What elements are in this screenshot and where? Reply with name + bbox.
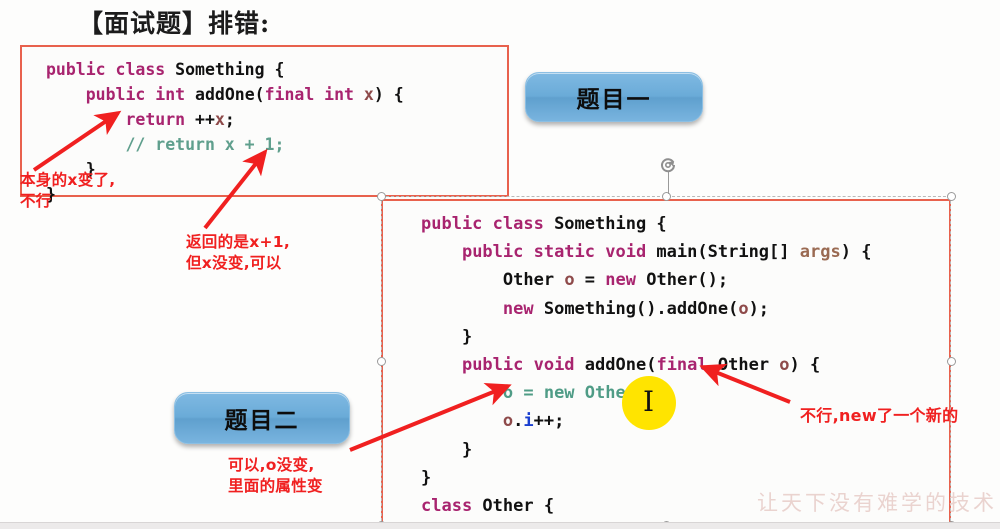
- code-token: class: [421, 496, 483, 517]
- code-token: o: [502, 411, 514, 432]
- annotation-note-1: 本身的x变了, 不行: [20, 171, 116, 210]
- code-token: {: [646, 214, 667, 234]
- code-token: Other: [482, 496, 534, 517]
- page-title: 【面试题】排错:: [78, 9, 271, 38]
- code-token: Other();: [646, 270, 729, 291]
- cursor-highlight: [622, 376, 676, 430]
- code-line: public int addOne(final int x) {: [46, 82, 404, 107]
- code-token: public void: [461, 355, 585, 376]
- selection-handle-top-center[interactable]: [662, 192, 671, 201]
- code-token: public class: [46, 60, 176, 79]
- code-line: public void addOne(final Other o) {: [421, 351, 871, 379]
- code-token: public class: [421, 214, 555, 234]
- code-token: x: [214, 110, 225, 129]
- code-token: (: [646, 355, 657, 376]
- code-token: public static void: [461, 242, 657, 263]
- code-token: final: [656, 355, 718, 376]
- code-token: [421, 242, 462, 262]
- code-token: o: [564, 270, 575, 291]
- text-cursor-icon: I: [643, 385, 655, 418]
- code-line: // return x + 1;: [46, 132, 404, 157]
- code-token: [421, 411, 503, 431]
- code-line: public static void main(String[] args) {: [421, 238, 871, 266]
- code-token: args: [799, 242, 841, 263]
- code-token: =: [574, 270, 606, 291]
- code-token: [421, 383, 503, 403]
- code-token: String: [707, 242, 770, 263]
- code-token: Something: [554, 214, 647, 234]
- code-token: addOne: [195, 85, 255, 104]
- code-token: Other: [502, 270, 565, 291]
- code-block-2-container[interactable]: public class Something { public static v…: [381, 199, 951, 529]
- topic-two-button-label: 题目二: [224, 408, 300, 434]
- rotation-handle-stem: [668, 172, 669, 194]
- code-token: ) {: [373, 85, 404, 104]
- code-token: [421, 299, 503, 319]
- code-block-1-container: public class Something { public int addO…: [20, 45, 509, 204]
- code-token: main: [656, 242, 698, 263]
- code-token: new: [502, 298, 544, 319]
- code-token: (: [697, 242, 708, 263]
- code-block-2-text: public class Something { public static v…: [421, 210, 871, 529]
- code-line: }: [421, 436, 871, 464]
- code-token: );: [748, 298, 770, 319]
- code-line: }: [421, 464, 871, 492]
- topic-one-button-label: 题目一: [576, 87, 652, 113]
- code-token: o: [738, 298, 749, 319]
- code-token: {: [264, 60, 285, 79]
- selection-handle-middle-right[interactable]: [947, 357, 956, 366]
- code-token: ;: [224, 110, 235, 129]
- code-line: Other o = new Other();: [421, 266, 871, 294]
- topic-one-button[interactable]: 题目一: [525, 72, 703, 122]
- code-token: [421, 355, 462, 375]
- code-line: }: [421, 323, 871, 351]
- code-token: new: [605, 270, 647, 291]
- code-token: Something: [175, 60, 265, 79]
- annotation-note-3: 可以,o没变, 里面的属性变: [228, 456, 323, 495]
- selection-handle-top-right[interactable]: [947, 192, 956, 201]
- code-token: // return x + 1;: [46, 135, 285, 154]
- code-token: ) {: [840, 242, 872, 263]
- code-token: }: [421, 467, 432, 488]
- selection-handle-top-left[interactable]: [377, 192, 386, 201]
- code-token: [46, 110, 125, 129]
- code-token: public int: [85, 85, 196, 104]
- annotation-note-4: 不行,new了一个新的: [800, 406, 959, 425]
- code-token: }: [46, 185, 56, 204]
- code-token: []: [769, 242, 800, 263]
- code-token: return: [125, 110, 196, 129]
- code-token: }: [421, 439, 473, 460]
- code-token: o: [779, 355, 790, 376]
- code-line: }: [46, 182, 404, 207]
- code-token: ) {: [789, 355, 821, 376]
- code-token: addOne: [584, 355, 647, 376]
- code-token: (: [254, 85, 265, 104]
- code-line: return ++x;: [46, 107, 404, 132]
- code-token: ++: [195, 110, 215, 129]
- code-token: [421, 270, 503, 290]
- code-token: .: [513, 411, 524, 432]
- code-token: [46, 85, 86, 104]
- code-token: ++;: [533, 411, 565, 432]
- code-token: x: [363, 85, 374, 104]
- code-token: }: [421, 326, 473, 347]
- watermark: 让天下没有难学的技术: [757, 491, 997, 515]
- code-line: new Something().addOne(o);: [421, 295, 871, 323]
- code-block-1-text: public class Something { public int addO…: [46, 57, 404, 207]
- topic-two-button[interactable]: 题目二: [174, 392, 350, 444]
- code-line: public class Something {: [46, 57, 404, 82]
- rotate-icon[interactable]: [659, 156, 677, 174]
- code-line: class Other {: [421, 492, 871, 520]
- annotation-note-2: 返回的是x+1, 但x没变,可以: [186, 233, 291, 272]
- code-token: Other: [717, 355, 780, 376]
- selection-handle-middle-left[interactable]: [377, 357, 386, 366]
- bottom-scroll-strip[interactable]: [0, 522, 1000, 529]
- code-token: final int: [264, 85, 364, 104]
- code-token: Something().addOne(: [543, 298, 739, 319]
- code-token: {: [533, 496, 555, 517]
- code-token: i: [523, 411, 534, 432]
- code-line: public class Something {: [421, 210, 871, 238]
